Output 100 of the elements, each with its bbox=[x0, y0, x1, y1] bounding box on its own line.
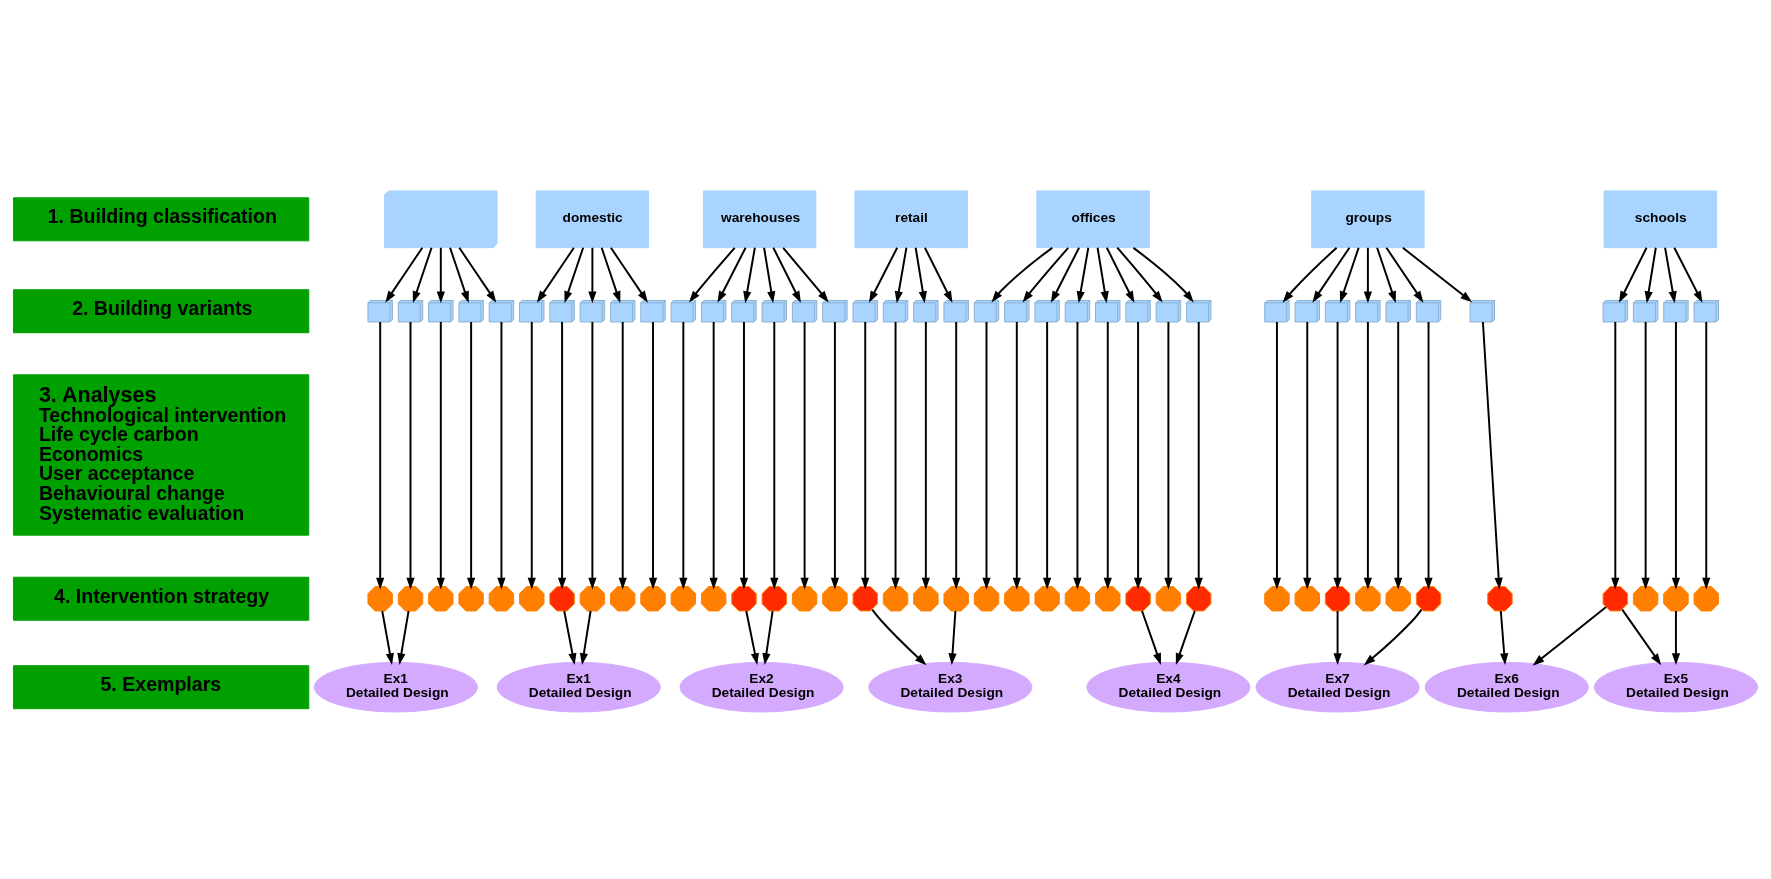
node-octagon bbox=[882, 586, 909, 612]
arrow bbox=[1103, 321, 1112, 590]
arrow bbox=[1012, 321, 1021, 590]
arrow bbox=[914, 246, 927, 304]
arrow bbox=[948, 610, 957, 666]
arrow bbox=[891, 321, 900, 590]
node-octagon bbox=[1125, 586, 1151, 612]
arrow bbox=[1073, 321, 1082, 590]
node-octagon bbox=[1602, 586, 1628, 612]
arrow bbox=[1096, 246, 1109, 304]
arrow bbox=[1043, 321, 1052, 590]
arrow bbox=[1641, 321, 1650, 590]
node-octagon bbox=[700, 586, 727, 612]
node-octagon bbox=[488, 586, 515, 612]
arrow bbox=[871, 608, 927, 666]
arrow bbox=[1621, 608, 1662, 666]
arrow bbox=[1376, 246, 1396, 304]
arrow bbox=[952, 321, 961, 590]
node-box: retail bbox=[854, 190, 968, 249]
node-octagon bbox=[1385, 586, 1411, 612]
node-octagon bbox=[640, 586, 666, 612]
arrow bbox=[689, 246, 736, 303]
arrow bbox=[1116, 246, 1163, 303]
arrow bbox=[1076, 246, 1090, 304]
arrow bbox=[894, 246, 908, 304]
arrow bbox=[717, 246, 747, 303]
node-octagon bbox=[1355, 586, 1381, 612]
arrow bbox=[1644, 246, 1657, 304]
node-octagon bbox=[1632, 586, 1659, 612]
arrow bbox=[436, 321, 445, 590]
node-octagon bbox=[1324, 586, 1351, 612]
arrow bbox=[588, 321, 597, 590]
arrow bbox=[782, 246, 829, 303]
arrow bbox=[1133, 321, 1143, 590]
arrow bbox=[1022, 246, 1070, 303]
arrow bbox=[1175, 610, 1196, 665]
arrow bbox=[923, 246, 953, 303]
arrow bbox=[1303, 321, 1312, 590]
node-ellipse: Ex5 Detailed Design bbox=[1593, 661, 1758, 713]
arrow bbox=[527, 321, 536, 590]
node-octagon bbox=[1294, 586, 1320, 612]
arrow bbox=[709, 321, 718, 590]
arrow bbox=[1363, 246, 1372, 304]
arrow bbox=[557, 321, 567, 590]
arrow bbox=[536, 246, 575, 303]
arrow bbox=[1499, 610, 1509, 666]
arrow bbox=[458, 246, 497, 303]
node-octagon bbox=[458, 586, 484, 612]
arrow bbox=[1312, 246, 1351, 303]
arrow bbox=[385, 246, 424, 303]
arrow bbox=[1424, 321, 1433, 590]
arrow bbox=[1141, 610, 1161, 665]
node-box: groups bbox=[1311, 190, 1425, 249]
node-box: domestic bbox=[535, 190, 650, 249]
arrow bbox=[1385, 246, 1424, 303]
node-octagon bbox=[1064, 586, 1091, 612]
node-octagon bbox=[1487, 586, 1513, 612]
arrow bbox=[679, 321, 688, 590]
arrow bbox=[564, 246, 585, 304]
arrow bbox=[1105, 246, 1135, 303]
arrow bbox=[1164, 321, 1173, 590]
arrow bbox=[381, 610, 394, 666]
node-ellipse: Ex3 Detailed Design bbox=[868, 661, 1033, 713]
arrow bbox=[497, 321, 506, 590]
node-octagon bbox=[943, 586, 969, 612]
arrow bbox=[1619, 246, 1648, 303]
arrow bbox=[1481, 321, 1503, 590]
arrow bbox=[588, 246, 597, 304]
arrow bbox=[861, 321, 870, 590]
arrow bbox=[1664, 246, 1677, 304]
arrow bbox=[449, 246, 469, 304]
arrow bbox=[1394, 321, 1403, 590]
arrow bbox=[1401, 246, 1473, 303]
arrow bbox=[1363, 321, 1372, 590]
node-octagon bbox=[1004, 586, 1030, 612]
node-octagon bbox=[761, 586, 787, 612]
arrow bbox=[830, 321, 840, 590]
node-octagon bbox=[549, 586, 575, 612]
node-octagon bbox=[519, 586, 545, 612]
node-box: 1. Building classification bbox=[12, 197, 310, 242]
node-ellipse: Ex6 Detailed Design bbox=[1424, 661, 1589, 713]
node-ellipse: Ex1 Detailed Design bbox=[496, 661, 661, 713]
node-octagon bbox=[1693, 586, 1719, 612]
node-octagon bbox=[913, 586, 939, 612]
arrow bbox=[763, 246, 776, 304]
node-box: schools bbox=[1603, 190, 1717, 249]
arrow bbox=[609, 246, 648, 303]
arrow bbox=[739, 321, 749, 590]
node-box: offices bbox=[1036, 190, 1150, 249]
arrow bbox=[406, 321, 415, 590]
arrow bbox=[1671, 321, 1681, 590]
arrow bbox=[1132, 246, 1194, 303]
node-octagon bbox=[610, 586, 636, 612]
node-box: 4. Intervention strategy bbox=[12, 576, 310, 621]
arrow bbox=[743, 246, 756, 304]
arrow bbox=[600, 246, 621, 304]
node-octagon bbox=[670, 586, 697, 612]
node-octagon bbox=[1264, 586, 1290, 612]
arrow bbox=[436, 246, 445, 304]
node-octagon bbox=[852, 586, 878, 612]
